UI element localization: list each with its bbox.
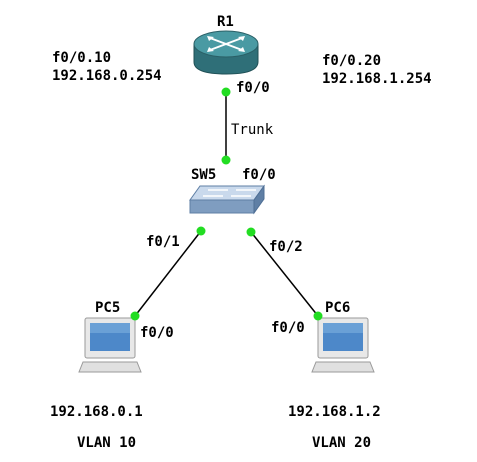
port-dot — [130, 311, 140, 321]
router-name: R1 — [217, 14, 234, 30]
port-label: f0/0 — [242, 167, 276, 183]
port-dot — [221, 87, 231, 97]
link-sw5-pc5 — [134, 230, 202, 317]
port-dot — [196, 226, 206, 236]
port-dot — [221, 155, 231, 165]
port-label: f0/0 — [140, 325, 174, 341]
subinterface-ip: 192.168.1.254 — [322, 71, 432, 87]
pc-icon[interactable] — [311, 317, 375, 373]
subinterface-name: f0/0.20 — [322, 53, 382, 69]
subinterface-name: f0/0.10 — [52, 50, 112, 66]
host-ip: 192.168.1.2 — [288, 404, 381, 420]
pc6-name: PC6 — [325, 300, 351, 316]
pc-icon[interactable] — [78, 317, 142, 373]
port-label: f0/0 — [271, 320, 305, 336]
port-label: f0/2 — [269, 239, 303, 255]
switch-name: SW5 — [191, 167, 217, 183]
port-label: f0/1 — [146, 234, 180, 250]
link-sw5-pc6 — [250, 231, 319, 317]
vlan-label: VLAN 20 — [312, 435, 372, 451]
host-ip: 192.168.0.1 — [50, 404, 143, 420]
port-dot — [313, 311, 323, 321]
subinterface-ip: 192.168.0.254 — [52, 68, 162, 84]
port-label: f0/0 — [236, 80, 270, 96]
pc5-name: PC5 — [95, 300, 121, 316]
vlan-label: VLAN 10 — [77, 435, 137, 451]
router-icon[interactable] — [193, 30, 259, 75]
switch-icon[interactable] — [189, 184, 265, 215]
link-label: Trunk — [231, 122, 274, 138]
port-dot — [246, 227, 256, 237]
